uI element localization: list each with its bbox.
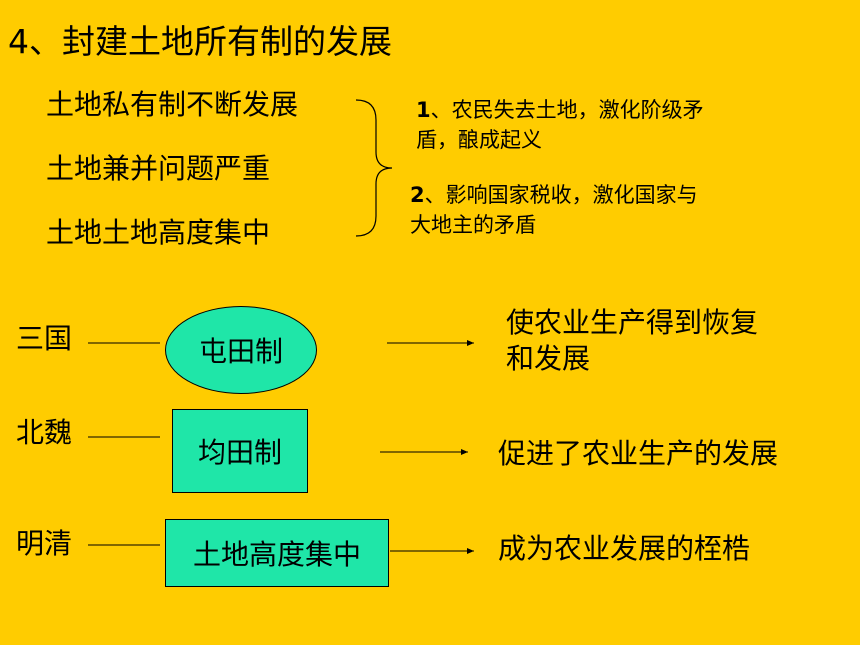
system-land-concentration-box: 土地高度集中 — [165, 519, 389, 587]
title-text: 、封建土地所有制的发展 — [29, 22, 392, 61]
effect-item-2: 2、影响国家税收，激化国家与 大地主的矛盾 — [410, 180, 698, 240]
curly-brace — [355, 99, 393, 237]
era-label-sanguo: 三国 — [16, 322, 73, 355]
outcome-beiwei: 促进了农业生产的发展 — [498, 437, 779, 470]
system-label-juntian: 均田制 — [197, 436, 282, 469]
system-juntian-box: 均田制 — [172, 409, 308, 493]
title-number: 4 — [8, 22, 29, 61]
outcome-text-sanguo-2: 和发展 — [506, 342, 591, 375]
outcome-text-sanguo-1: 使农业生产得到恢复 — [506, 306, 759, 339]
system-label-land-concentration: 土地高度集中 — [192, 538, 361, 571]
effect-text-1a: 、农民失去土地，激化阶级矛 — [430, 98, 704, 122]
system-label-tuntian: 屯田制 — [198, 335, 283, 368]
era-label-beiwei: 北魏 — [16, 416, 73, 449]
outcome-mingqing: 成为农业发展的桎梏 — [498, 532, 751, 565]
system-tuntian-ellipse: 屯田制 — [165, 306, 317, 394]
outcome-sanguo: 使农业生产得到恢复 和发展 — [506, 305, 758, 377]
slide-title: 4、封建土地所有制的发展 — [8, 22, 392, 62]
cause-item-1: 土地私有制不断发展 — [46, 88, 299, 121]
effect-text-2b: 大地主的矛盾 — [410, 213, 536, 237]
era-label-mingqing: 明清 — [16, 527, 73, 560]
cause-item-3: 土地土地高度集中 — [46, 216, 271, 249]
effect-item-1: 1、农民失去土地，激化阶级矛 盾，酿成起义 — [416, 95, 704, 155]
effect-number-1: 1 — [416, 98, 431, 122]
effect-number-2: 2 — [410, 183, 425, 207]
effect-text-1b: 盾，酿成起义 — [416, 128, 542, 152]
effect-text-2a: 、影响国家税收，激化国家与 — [424, 183, 698, 207]
cause-item-2: 土地兼并问题严重 — [46, 152, 271, 185]
